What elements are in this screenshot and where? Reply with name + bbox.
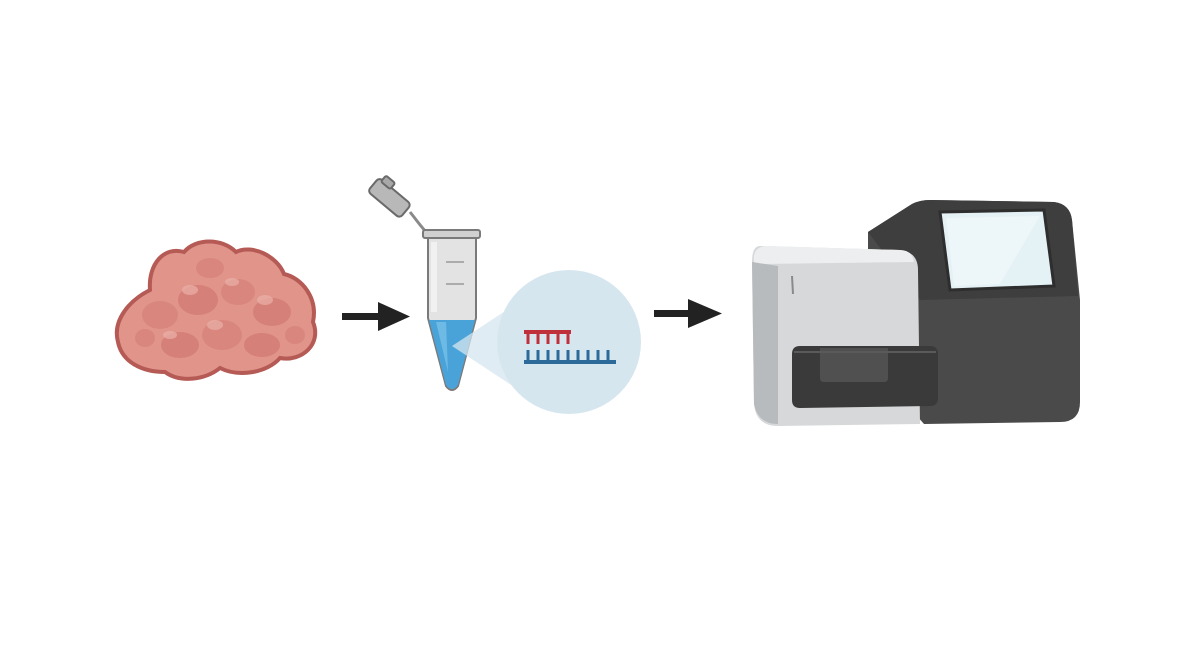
arrow-right-icon bbox=[654, 299, 722, 328]
microcentrifuge-tube-icon bbox=[368, 175, 481, 391]
sequencer-instrument-icon bbox=[752, 200, 1080, 426]
nucleic-acid-duplex-icon bbox=[524, 330, 616, 364]
tissue-sample-icon bbox=[114, 239, 317, 381]
arrow-right-icon bbox=[342, 302, 410, 331]
magnified-view bbox=[452, 270, 641, 414]
